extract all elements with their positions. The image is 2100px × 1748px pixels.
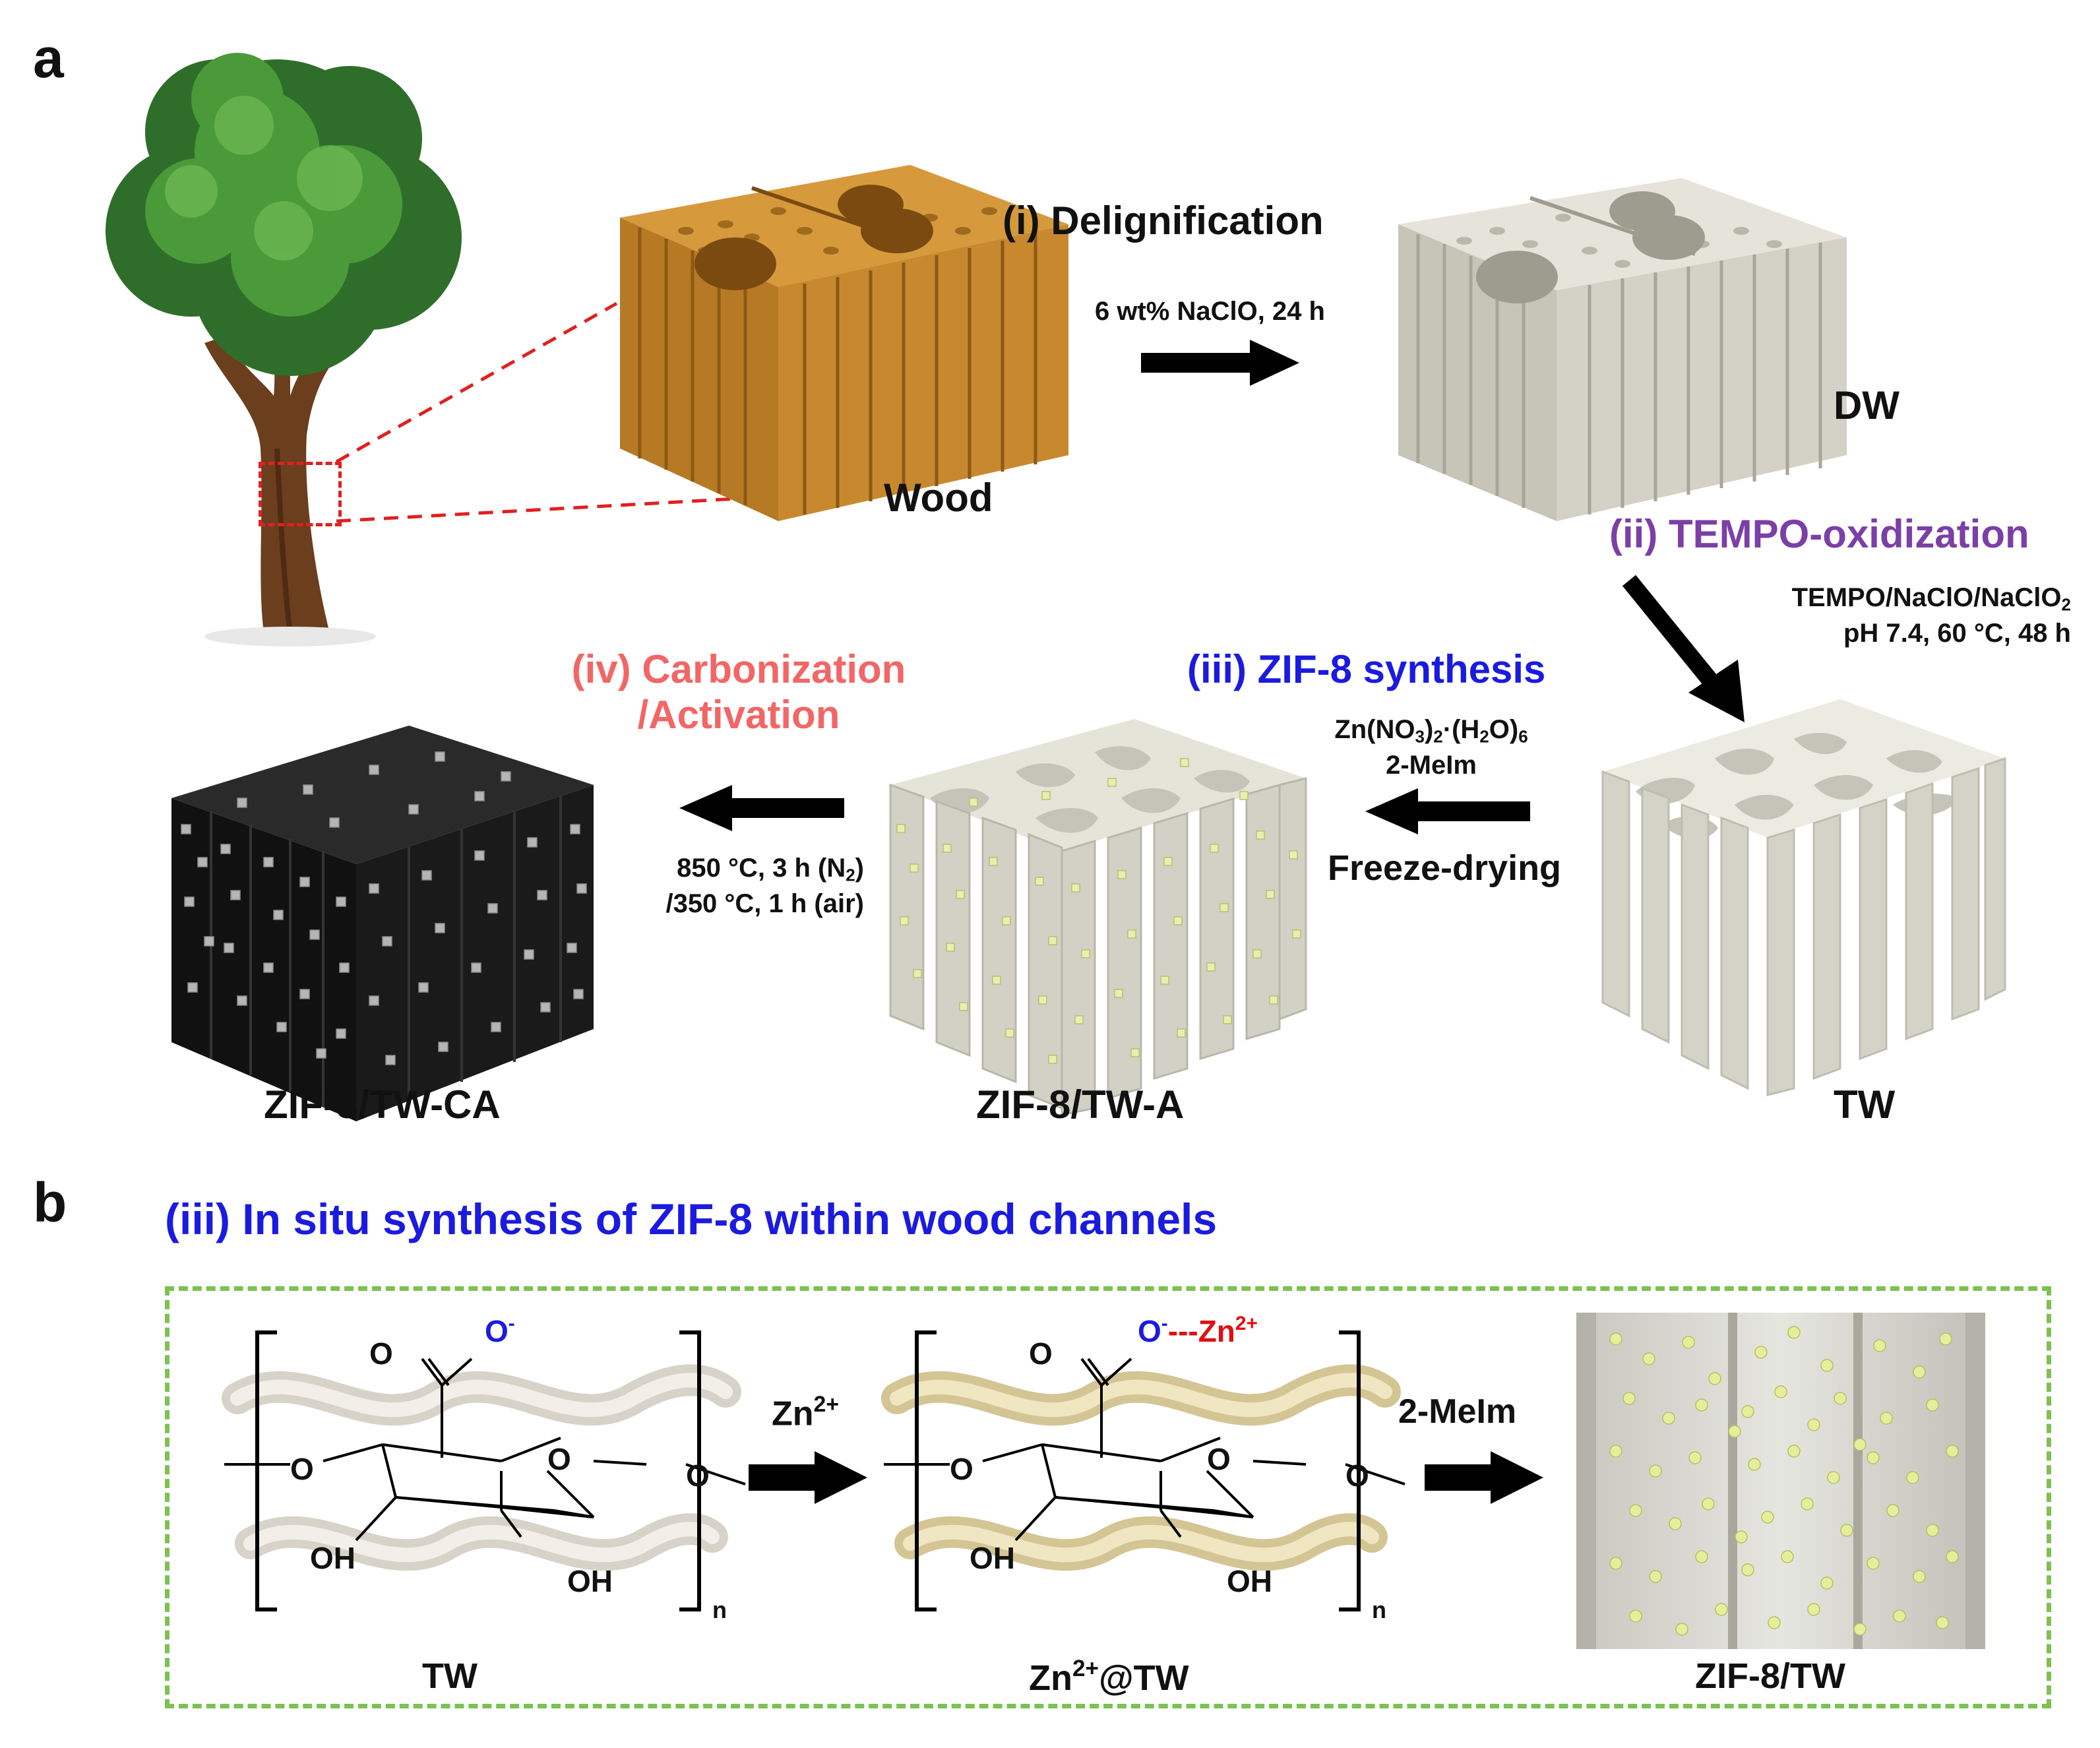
zn-tw-oh-left: OH [970, 1541, 1015, 1575]
step-ii-conditions: TEMPO/NaClO/NaClO2 pH 7.4, 60 °C, 48 h [1675, 580, 2071, 650]
step-iii-conditions: Zn(NO3)2·(H2O)6 2-MeIm [1293, 712, 1570, 782]
step-ii-condition-reagents: TEMPO/NaClO/NaClO [1791, 583, 2062, 612]
dw-block [1398, 178, 1847, 521]
step-i-conditions: 6 wt% NaClO, 24 h [1095, 297, 1325, 326]
wood-block [620, 165, 1068, 521]
step-iv-condition-subscript: 2 [846, 865, 855, 885]
step-iv-title-line2: /Activation [637, 693, 840, 737]
step-iv-condition-paren: ) [855, 854, 864, 883]
tree-illustration [106, 53, 462, 646]
zn-tw-ring-o: O [1207, 1442, 1231, 1476]
zn-tw-carboxylate-charge: - [1161, 1313, 1168, 1334]
zn-tw-zn-bond: ---Zn [1167, 1313, 1235, 1348]
zif8-tw-a-label: ZIF-8/TW-A [976, 1082, 1185, 1127]
tw-carboxylate-charge: - [508, 1313, 515, 1334]
tw-block [1601, 699, 2006, 1096]
zn-tw-structure-label: Zn2+@TW [1029, 1656, 1189, 1699]
arrow-step-i [1141, 340, 1299, 386]
panel-letter-b: b [33, 1171, 67, 1233]
panel-b-title: (iii) In situ synthesis of ZIF-8 within … [165, 1195, 1218, 1243]
step-iii-zinc-nitrate: Zn(NO3)2·(H2O)6 [1334, 715, 1528, 747]
step-iii-condition-drying: Freeze-drying [1327, 848, 1562, 888]
arrow-step-iv [679, 785, 844, 831]
zn-tw-ring-o-right: O [1345, 1458, 1369, 1493]
step-ii-condition-subscript: 2 [2061, 594, 2071, 615]
step-iv-conditions: 850 °C, 3 h (N2) /350 °C, 1 h (air) [594, 851, 864, 921]
tw-carboxylate-o-text: O [485, 1313, 509, 1348]
zif8-tw-image [1576, 1313, 1985, 1649]
tw-structure-label: TW [422, 1656, 478, 1696]
zif8-tw-a-block [889, 719, 1307, 1116]
step-iii-condition-ligand: 2-MeIm [1386, 751, 1477, 780]
tw-cellulose-structure [222, 1330, 746, 1611]
arrow-zn-text: Zn [772, 1394, 814, 1433]
arrow-step-ii [1622, 575, 1745, 722]
tw-ring-o-right: O [686, 1458, 710, 1493]
step-iv-title-line1: (iv) Carbonization [571, 647, 906, 691]
zn-tw-label-zn: Zn [1029, 1658, 1072, 1699]
step-iv-title: (iv) Carbonization /Activation [528, 646, 950, 737]
arrow-2meim-label: 2-MeIm [1398, 1392, 1517, 1431]
step-iii-title: (iii) ZIF-8 synthesis [1187, 647, 1546, 691]
zn-tw-label-suffix: @TW [1098, 1658, 1189, 1699]
tw-ring-o: O [547, 1442, 571, 1476]
step-iv-condition-activation: /350 °C, 1 h (air) [665, 889, 864, 919]
zoom-region-box [259, 462, 342, 526]
wood-label: Wood [884, 476, 993, 520]
step-ii-condition-params: pH 7.4, 60 °C, 48 h [1843, 619, 2071, 648]
tw-carbonyl-o: O [369, 1336, 393, 1371]
zif8-tw-label: ZIF-8/TW [1695, 1656, 1845, 1696]
step-i-title: (i) Delignification [1003, 199, 1324, 243]
zn-tw-coordination: O----Zn2+ [1138, 1313, 1258, 1349]
zif8-tw-ca-block [171, 726, 594, 1121]
arrow-zn-label: Zn2+ [772, 1392, 839, 1433]
tw-repeat-n: n [712, 1596, 727, 1623]
panel-b-dashed-box [165, 1286, 2051, 1708]
step-iv-condition-carbonization: 850 °C, 3 h (N [677, 854, 846, 883]
tw-label: TW [1834, 1082, 1896, 1127]
dw-label: DW [1834, 383, 1899, 427]
zn-tw-carbonyl-o: O [1029, 1336, 1053, 1371]
arrow-zn-charge: 2+ [813, 1392, 840, 1417]
zn-tw-carboxylate-o: O [1138, 1313, 1161, 1348]
panel-letter-a: a [33, 27, 64, 89]
arrow-step-iii [1365, 788, 1530, 834]
zn-tw-cellulose-structure [881, 1330, 1405, 1611]
zif8-tw-ca-label: ZIF-8/TW-CA [264, 1082, 501, 1127]
arrow-2meim [1425, 1451, 1543, 1504]
tw-carboxylate-o: O- [485, 1313, 515, 1349]
zn-tw-zn-charge: 2+ [1235, 1313, 1258, 1334]
zn-tw-oh-right: OH [1227, 1564, 1272, 1598]
zn-tw-label-charge: 2+ [1072, 1656, 1099, 1681]
arrow-zn [749, 1451, 867, 1504]
zn-tw-ring-o-left: O [950, 1452, 973, 1486]
tw-oh-left: OH [310, 1541, 355, 1575]
tw-oh-right: OH [567, 1564, 613, 1598]
zn-tw-repeat-n: n [1372, 1596, 1386, 1623]
tw-ring-o-left: O [290, 1452, 314, 1486]
step-ii-title: (ii) TEMPO-oxidization [1609, 512, 2029, 556]
